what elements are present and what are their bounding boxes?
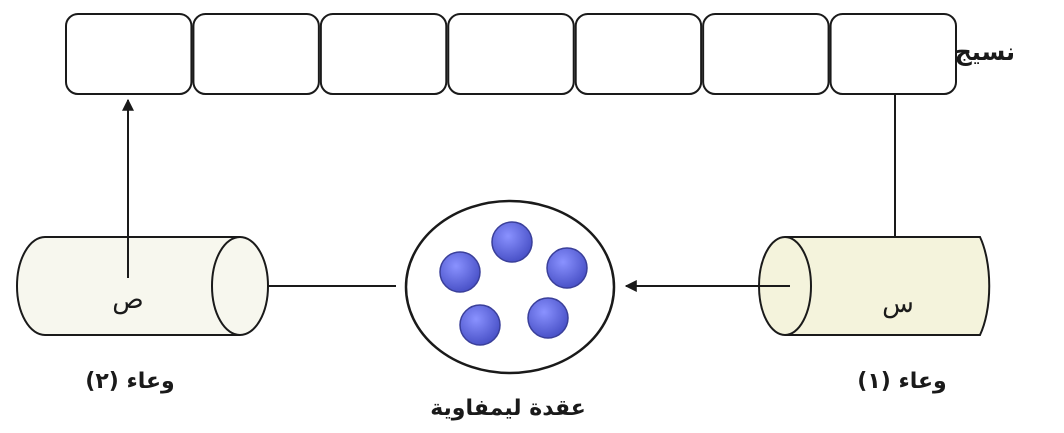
vessel-2: ص (16, 236, 269, 336)
vessel-1-caption: وعاء (١) (857, 369, 946, 394)
tissue-cell (65, 13, 193, 95)
lymphocyte-cell (527, 297, 569, 339)
vessel-2-symbol: ص (112, 285, 143, 315)
vessel-2-caption: وعاء (٢) (85, 369, 174, 394)
tissue-cell (192, 13, 320, 95)
tissue-cell (574, 13, 703, 95)
tissue-label: نسيج (954, 38, 1015, 66)
tissue-cell (447, 13, 575, 95)
lymphocyte-cell (546, 247, 588, 289)
lymphocyte-cell (491, 221, 533, 263)
tissue-cell (702, 13, 830, 95)
lymphocyte-cells (439, 221, 588, 346)
tissue-cell (319, 13, 448, 95)
lymph-node-caption: عقدة ليمفاوية (430, 396, 586, 421)
tissue-cell (829, 13, 957, 95)
lymph-node (404, 199, 616, 375)
vessel-1: س (758, 236, 991, 336)
vessel-1-symbol: س (882, 289, 914, 319)
lymphocyte-cell (439, 251, 481, 293)
lymphocyte-cell (459, 304, 501, 346)
tissue-cell-row (65, 13, 957, 95)
